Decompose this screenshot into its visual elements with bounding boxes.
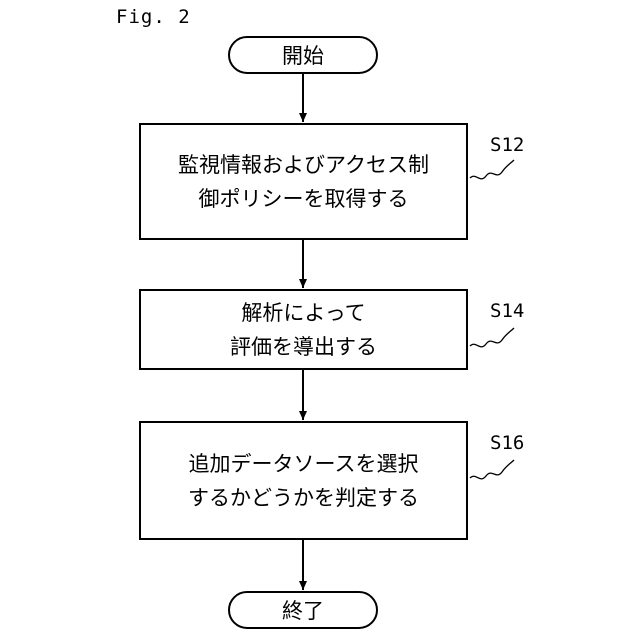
end-terminal: 終了 [228, 591, 378, 629]
process-text-line: するかどうかを判定する [188, 481, 419, 515]
process-text-line: 監視情報およびアクセス制 [178, 148, 429, 182]
process-box-s12: 監視情報およびアクセス制 御ポリシーを取得する [139, 123, 468, 240]
leader-line-s16 [470, 460, 514, 479]
step-label-s14: S14 [490, 300, 524, 322]
process-text-line: 御ポリシーを取得する [199, 182, 409, 216]
process-box-s14: 解析によって 評価を導出する [139, 289, 468, 370]
leader-line-s14 [470, 328, 514, 347]
process-text-line: 評価を導出する [230, 330, 377, 364]
start-terminal: 開始 [228, 36, 378, 74]
start-label: 開始 [282, 40, 324, 70]
process-box-s16: 追加データソースを選択 するかどうかを判定する [139, 421, 468, 540]
step-label-s12: S12 [490, 134, 524, 156]
step-label-s16: S16 [490, 432, 524, 454]
process-text-line: 解析によって [241, 296, 365, 330]
end-label: 終了 [282, 595, 324, 625]
process-text-line: 追加データソースを選択 [189, 447, 419, 481]
leader-line-s12 [470, 160, 514, 179]
